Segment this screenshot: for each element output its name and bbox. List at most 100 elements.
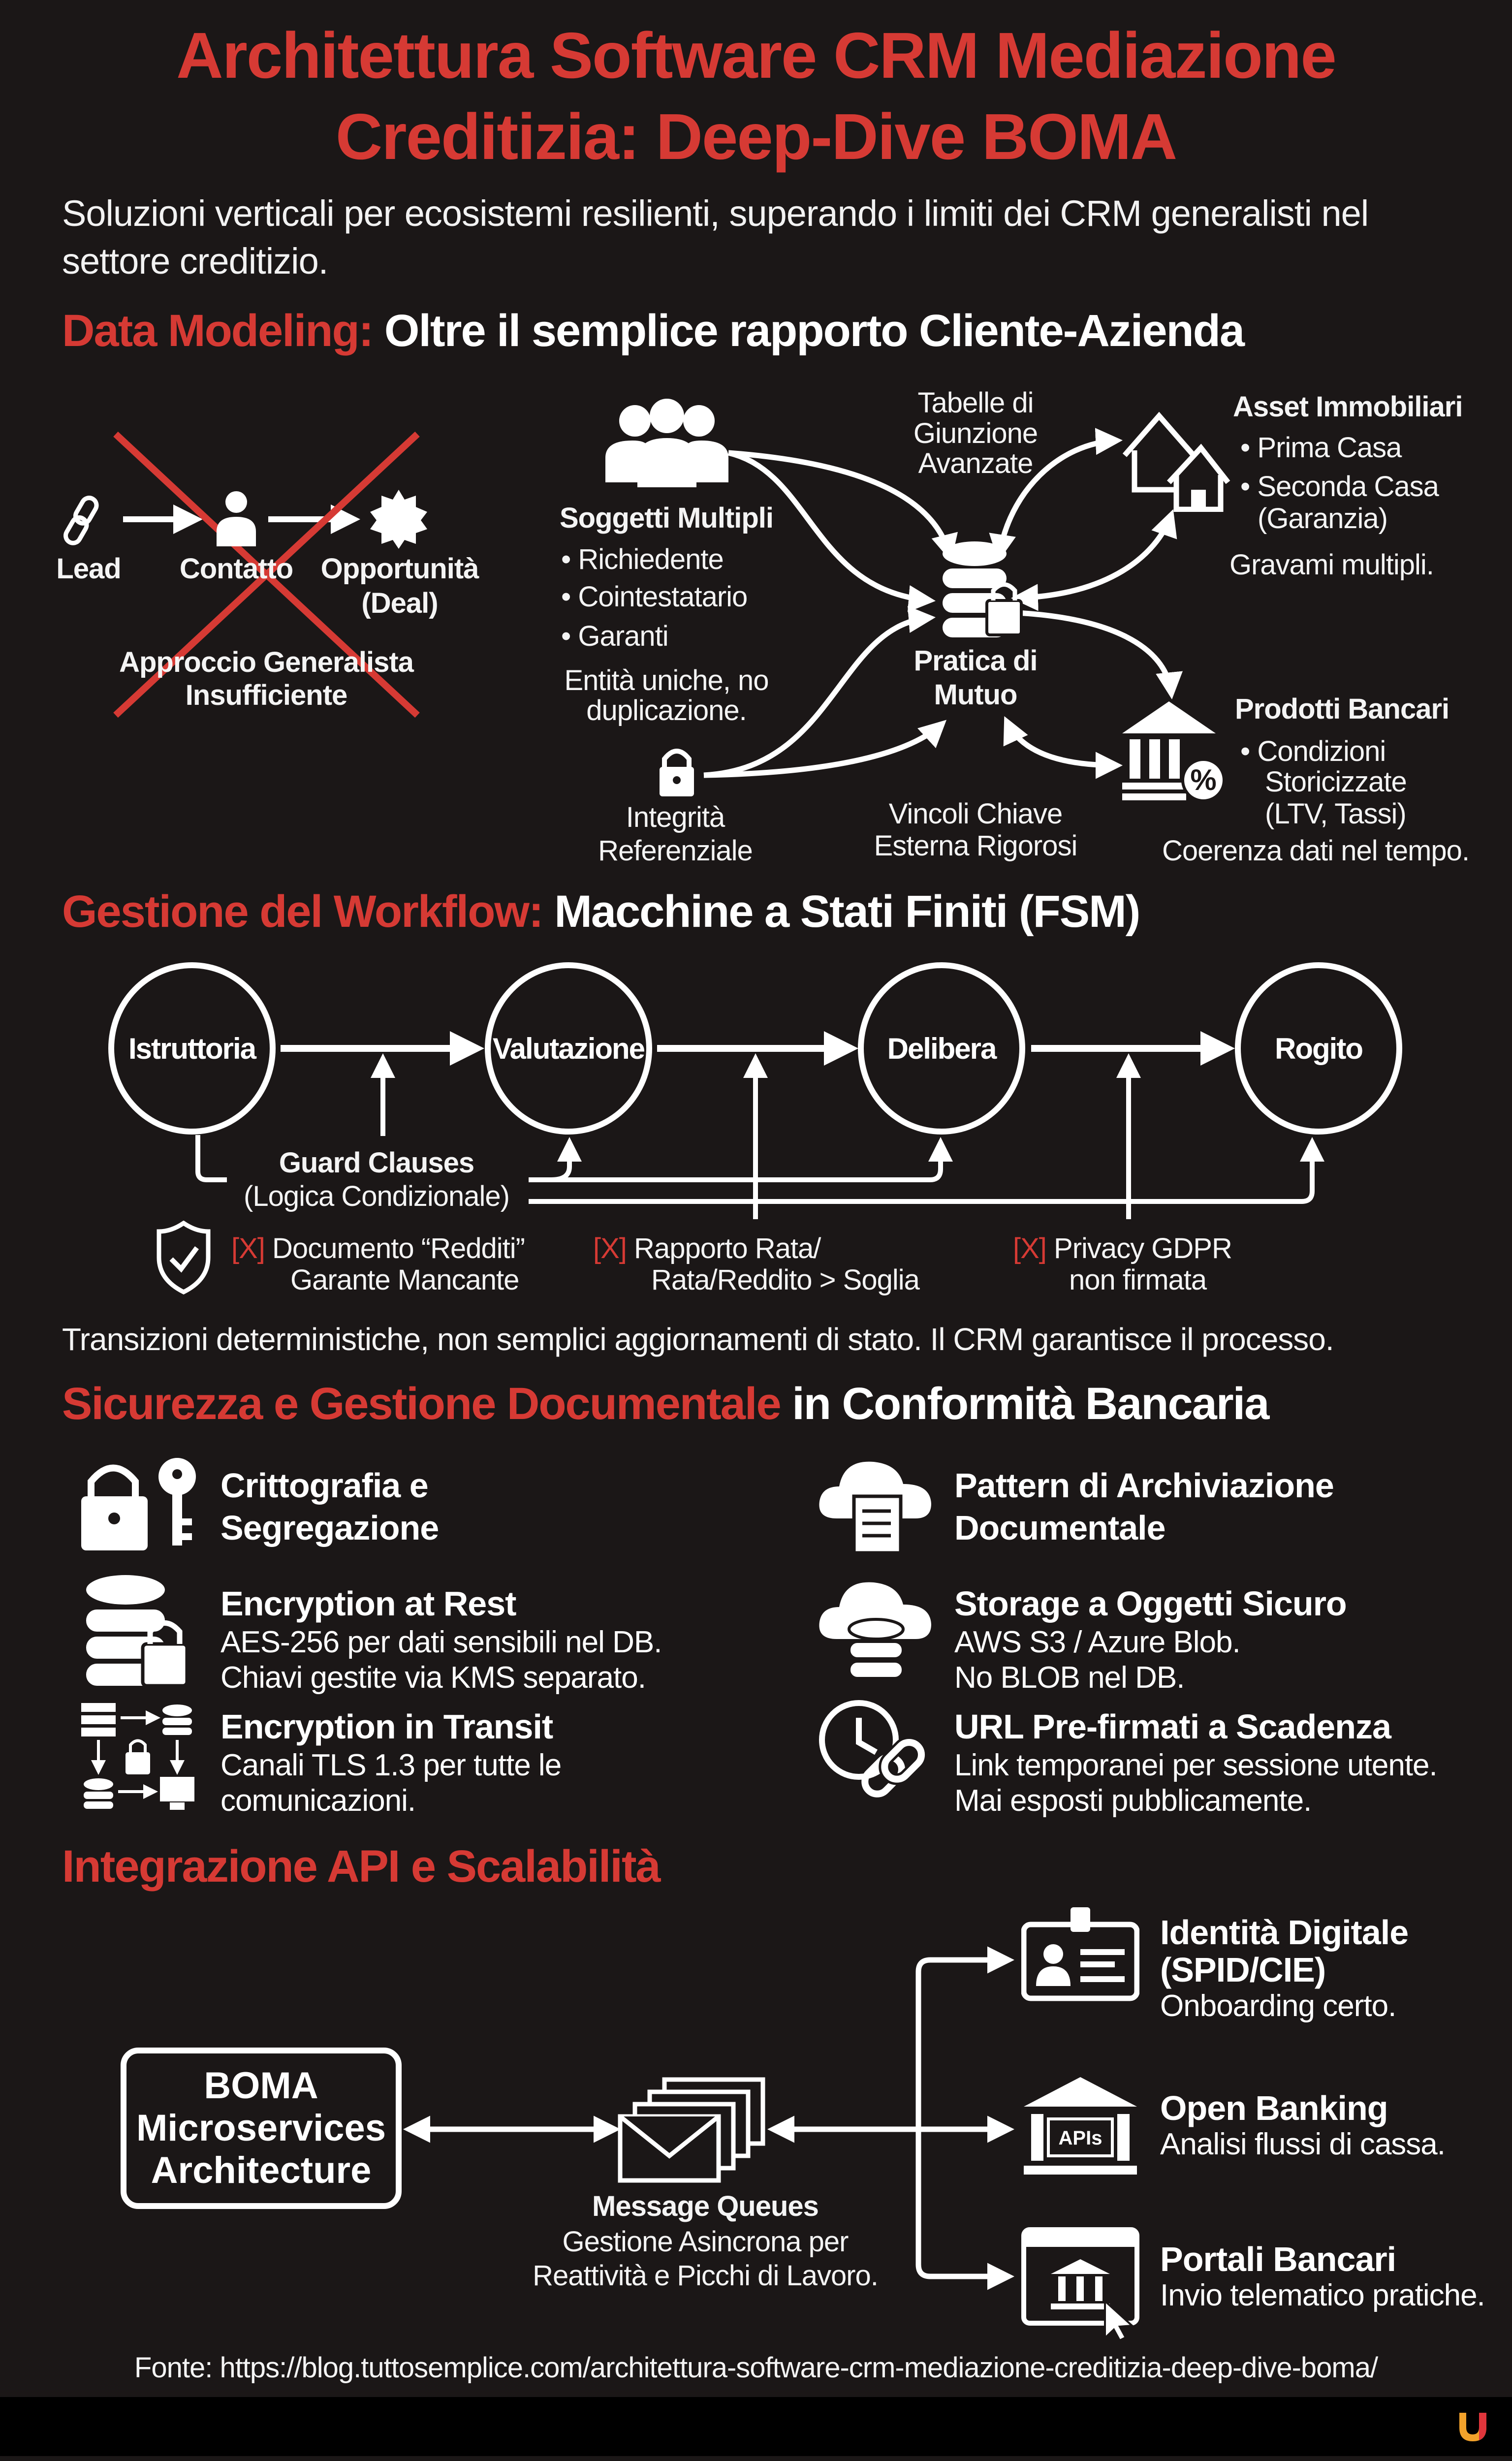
source-link[interactable]: Fonte: https://blog.tuttosemplice.com/ar…	[134, 2352, 1378, 2384]
target-title: Portali Bancari	[1160, 2240, 1396, 2278]
security-item-archiviazione: Pattern di Archiviazione Documentale	[954, 1464, 1334, 1549]
soggetti-title: Soggetti Multipli	[559, 502, 774, 534]
state-label: Rogito	[1275, 1032, 1363, 1065]
message-queue-envelopes-icon	[618, 2077, 765, 2183]
generalist-caption-2: Insufficiente	[185, 679, 348, 711]
vincoli-line-2: Esterna Rigorosi	[874, 830, 1078, 862]
security-item-crittografia: Crittografia e Segregazione	[220, 1464, 439, 1549]
footer-bar	[0, 2397, 1512, 2456]
network-transit-icon	[81, 1703, 194, 1810]
data-model-arrows	[703, 428, 1183, 779]
boma-architecture-box: BOMA Microservices Architecture	[121, 2048, 402, 2209]
contact-person-icon	[217, 491, 256, 546]
item-body: Mai esposti pubblicamente.	[954, 1784, 1312, 1818]
generalist-caption-1: Approccio Generalista	[119, 646, 414, 678]
state-label: Delibera	[887, 1032, 997, 1065]
security-item-storage: Storage a Oggetti Sicuro AWS S3 / Azure …	[954, 1582, 1347, 1696]
target-title: Identità Digitale	[1160, 1913, 1409, 1952]
guard-text: Rapporto Rata/	[634, 1232, 821, 1264]
security-item-encryption-rest: Encryption at Rest AES-256 per dati sens…	[220, 1582, 662, 1696]
item-title: Storage a Oggetti Sicuro	[954, 1584, 1347, 1623]
prodotti-note: Coerenza dati nel tempo.	[1162, 835, 1470, 867]
api-target-portali: Portali Bancari Invio telematico pratich…	[1160, 2240, 1485, 2313]
target-body: Invio telematico pratiche.	[1160, 2278, 1485, 2312]
api-target-open-banking: Open Banking Analisi flussi di cassa.	[1160, 2089, 1446, 2162]
heading-red: Data Modeling:	[62, 306, 374, 356]
integrita-line-1: Integrità	[626, 801, 725, 833]
item-body: AWS S3 / Azure Blob.	[954, 1625, 1241, 1659]
prodotti-bullet-cont: Storicizzate	[1265, 766, 1407, 798]
workflow-note: Transizioni deterministiche, non semplic…	[62, 1322, 1334, 1357]
target-body: Analisi flussi di cassa.	[1160, 2127, 1446, 2161]
item-body: comunicazioni.	[220, 1784, 416, 1818]
state-label: Valutazione	[492, 1032, 645, 1065]
bullet-text: Prima Casa	[1257, 432, 1402, 464]
api-arrows	[403, 1946, 1014, 2290]
heading-red: Gestione del Workflow:	[62, 886, 544, 937]
label-contatto: Contatto	[179, 553, 293, 585]
guard-item-2: [X] Rapporto Rata/	[593, 1232, 821, 1264]
state-rogito: Rogito	[1235, 962, 1402, 1135]
section-heading-workflow: Gestione del Workflow: Macchine a Stati …	[62, 886, 1140, 938]
cloud-database-icon	[819, 1582, 931, 1680]
houses-icon	[1122, 411, 1230, 512]
item-title: URL Pre-firmati a Scadenza	[954, 1707, 1391, 1746]
people-group-icon	[605, 399, 728, 487]
guard-clause-lines	[195, 1053, 1324, 1219]
item-title: Crittografia e	[220, 1466, 429, 1505]
bullet-text: Richiedente	[578, 543, 724, 575]
x-mark-icon: [X]	[593, 1232, 627, 1264]
label-deal: (Deal)	[361, 587, 438, 619]
x-mark-icon: [X]	[231, 1232, 265, 1264]
bank-portal-icon	[1021, 2227, 1139, 2340]
state-istruttoria: Istruttoria	[108, 962, 276, 1135]
bullet-text: Cointestatario	[578, 581, 748, 613]
guard-item-1-line2: Garante Mancante	[290, 1264, 519, 1296]
heading-white: in Conformità Bancaria	[792, 1379, 1269, 1429]
item-body: Chiavi gestite via KMS separato.	[220, 1661, 646, 1695]
integrita-line-2: Referenziale	[598, 835, 753, 867]
bank-percent-icon: %	[1122, 701, 1226, 802]
bullet-text: Seconda Casa	[1257, 471, 1439, 503]
guard-text: Privacy GDPR	[1054, 1232, 1232, 1264]
security-item-url: URL Pre-firmati a Scadenza Link temporan…	[954, 1705, 1438, 1819]
item-body: Link temporanei per sessione utente.	[954, 1748, 1438, 1782]
connectors-layer	[113, 428, 1324, 2290]
lock-key-icon	[81, 1458, 196, 1550]
soggetti-bullet: • Richiedente	[561, 543, 724, 575]
apis-label: APIs	[1059, 2127, 1102, 2149]
mq-title: Message Queues	[592, 2190, 819, 2222]
crossed-out-mark	[113, 431, 420, 718]
asset-note: Gravami multipli.	[1229, 549, 1434, 581]
item-title: Pattern di Archiviazione	[954, 1466, 1334, 1505]
bullet-text: Condizioni	[1257, 735, 1386, 767]
section-heading-security: Sicurezza e Gestione Documentale in Conf…	[62, 1378, 1269, 1430]
asset-bullet: • Prima Casa	[1240, 432, 1402, 464]
section-heading-api: Integrazione API e Scalabilità	[62, 1841, 661, 1893]
item-title: Segregazione	[220, 1509, 439, 1547]
database-lock-icon	[943, 541, 1023, 637]
asset-bullet: • Seconda Casa	[1240, 471, 1439, 503]
prodotti-bullet: • Condizioni	[1240, 735, 1386, 767]
target-body: Onboarding certo.	[1160, 1989, 1396, 2023]
label-opportunita: Opportunità	[320, 553, 479, 585]
shield-check-icon	[157, 1221, 211, 1294]
database-lock-icon	[86, 1575, 189, 1688]
link-icon	[63, 496, 99, 545]
subtitle: Soluzioni verticali per ecosistemi resil…	[62, 193, 1369, 282]
state-label: Istruttoria	[128, 1032, 256, 1065]
boma-line: Microservices	[136, 2107, 386, 2149]
prodotti-bullet-cont: (LTV, Tassi)	[1265, 798, 1407, 830]
page-title: Architettura Software CRM Mediazione Cre…	[0, 15, 1512, 177]
security-item-encryption-transit: Encryption in Transit Canali TLS 1.3 per…	[220, 1705, 562, 1819]
tabelle-line: Giunzione	[913, 417, 1038, 449]
item-body: AES-256 per dati sensibili nel DB.	[220, 1625, 662, 1659]
svg-text:%: %	[1190, 763, 1216, 796]
state-valutazione: Valutazione	[485, 962, 652, 1135]
pratica-line-2: Mutuo	[934, 679, 1018, 711]
guard-item-1: [X] Documento “Redditi”	[231, 1233, 525, 1264]
guard-clauses-title: Guard Clauses	[279, 1147, 474, 1179]
guard-item-3-line2: non firmata	[1069, 1264, 1207, 1296]
asset-title: Asset Immobiliari	[1233, 391, 1463, 423]
title-line-1: Architettura Software CRM Mediazione	[176, 19, 1337, 92]
